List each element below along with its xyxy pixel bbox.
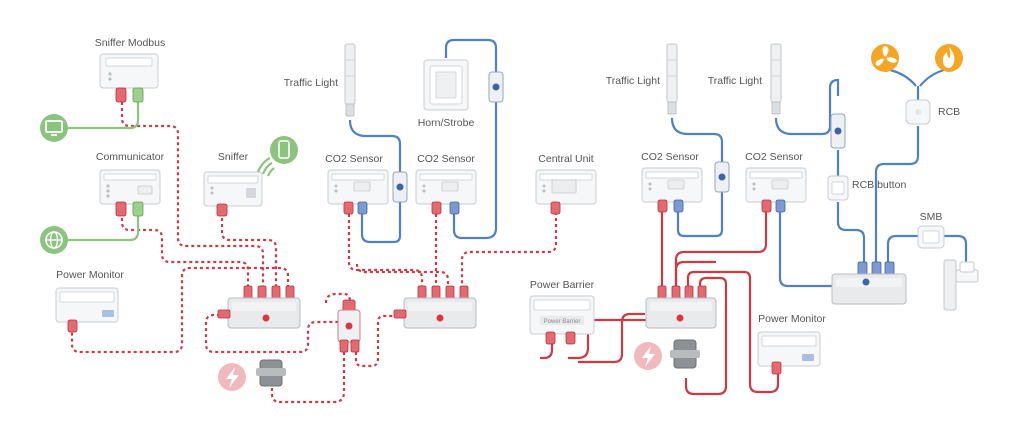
lightning-protector-right[interactable] xyxy=(670,339,700,369)
fan-icon[interactable] xyxy=(871,44,899,72)
co2-sensor-3-device[interactable] xyxy=(641,167,703,213)
co2-sensor-4-device[interactable] xyxy=(745,167,807,213)
wire-modbus-monitor xyxy=(66,102,140,130)
wire-lightning-hub3 xyxy=(674,260,716,288)
fire-icon[interactable] xyxy=(935,44,963,72)
label-co2-sensor-3: CO2 Sensor xyxy=(641,151,699,163)
label-traffic-light-1: Traffic Light xyxy=(284,77,338,89)
label-co2-sensor-2: CO2 Sensor xyxy=(417,153,475,165)
inline-blue-rcb xyxy=(830,113,846,149)
globe-icon[interactable] xyxy=(40,226,68,254)
wire-sniffer-modbus-hub1 xyxy=(120,102,265,288)
power-monitor-left-device[interactable] xyxy=(55,287,119,333)
wires xyxy=(66,38,968,404)
traffic-light-2-device[interactable] xyxy=(666,43,678,115)
wire-hub2-loop xyxy=(355,263,450,290)
co2-sensor-1-device[interactable] xyxy=(327,169,389,215)
wire-splitter-top xyxy=(324,292,352,310)
hub-1[interactable] xyxy=(217,285,301,329)
power-monitor-right-device[interactable] xyxy=(757,331,821,375)
wire-rcbbutton-hub4 xyxy=(836,150,866,264)
wire-splitter-hub2 xyxy=(354,314,402,368)
wire-co2-4-hub3 xyxy=(674,206,768,288)
label-co2-sensor-4: CO2 Sensor xyxy=(745,151,803,163)
label-rcb-button: RCB button xyxy=(852,179,906,191)
wire-tl1-co2-1 xyxy=(348,119,402,244)
central-unit-device[interactable] xyxy=(535,169,597,215)
sniffer-modbus-device[interactable] xyxy=(99,53,159,103)
wire-communicator-hub1 xyxy=(120,212,250,288)
label-central-unit: Central Unit xyxy=(538,153,594,165)
label-communicator: Communicator xyxy=(96,151,165,163)
horn-strobe-device[interactable] xyxy=(423,59,469,111)
label-rcb: RCB xyxy=(938,106,960,118)
wire-hub1-ring xyxy=(70,266,290,354)
hub-2[interactable] xyxy=(393,285,477,329)
wire-hub3-pm-right xyxy=(686,270,780,394)
label-power-monitor-left: Power Monitor xyxy=(56,269,124,281)
wire-hub3-loop xyxy=(684,276,728,396)
smartphone-wireless-icon[interactable] xyxy=(256,136,298,177)
wire-rcb-fan-fire xyxy=(889,68,945,100)
traffic-light-3-device[interactable] xyxy=(770,43,782,115)
wire-smb-valve xyxy=(944,234,968,262)
label-co2-sensor-1: CO2 Sensor xyxy=(325,153,383,165)
label-horn-strobe: Horn/Strobe xyxy=(418,117,475,129)
wire-tl3-smb xyxy=(774,78,840,136)
label-power-barrier: Power Barrier xyxy=(530,279,595,291)
traffic-light-1-device[interactable] xyxy=(344,43,356,117)
rcb-button-device[interactable] xyxy=(827,175,849,201)
wire-sniffer-hub1 xyxy=(220,206,278,288)
wire-tl2-co2-3 xyxy=(670,117,724,238)
wire-central-hub2 xyxy=(460,206,558,290)
lightning-icon-left[interactable] xyxy=(218,363,246,391)
monitor-icon[interactable] xyxy=(40,114,68,142)
inline-blue-horn xyxy=(488,71,504,103)
power-barrier-device[interactable]: Power Barrier xyxy=(529,295,595,345)
label-sniffer: Sniffer xyxy=(218,151,249,163)
wire-co2-4-hub4 xyxy=(778,206,832,288)
label-traffic-light-3: Traffic Light xyxy=(708,75,762,87)
smb-device[interactable] xyxy=(917,225,945,249)
lightning-icon-right[interactable] xyxy=(634,342,662,370)
communicator-device[interactable] xyxy=(99,169,161,217)
valve-pipe[interactable] xyxy=(943,259,979,311)
wire-splitter-lightning xyxy=(270,352,346,404)
wire-communicator-globe xyxy=(66,212,140,242)
rcb-device[interactable] xyxy=(905,99,931,125)
co2-sensor-2-device[interactable] xyxy=(415,169,477,215)
wire-horn-co2-2 xyxy=(444,38,498,240)
power-barrier-face-text: Power Barrier xyxy=(544,319,581,325)
wire-co2-1-hub2 xyxy=(347,208,424,290)
label-power-monitor-right: Power Monitor xyxy=(758,313,826,325)
inline-blue-3 xyxy=(714,161,730,193)
label-sniffer-modbus: Sniffer Modbus xyxy=(95,37,165,49)
wire-smb-hub4 xyxy=(886,234,918,264)
wire-barrier-hub3 xyxy=(540,338,554,360)
inline-blue-1 xyxy=(392,171,408,203)
wire-hub1-loop-left xyxy=(204,313,338,354)
sniffer-device[interactable] xyxy=(203,171,263,217)
label-traffic-light-2: Traffic Light xyxy=(606,75,660,87)
lightning-protector-left[interactable] xyxy=(256,359,286,387)
inline-splitter[interactable] xyxy=(337,299,361,353)
hub-3[interactable] xyxy=(645,285,717,329)
hub-4[interactable] xyxy=(831,261,907,305)
wire-rcb-hub4 xyxy=(874,126,920,264)
wire-hub3-barrier xyxy=(578,312,645,364)
label-smb: SMB xyxy=(920,211,943,223)
